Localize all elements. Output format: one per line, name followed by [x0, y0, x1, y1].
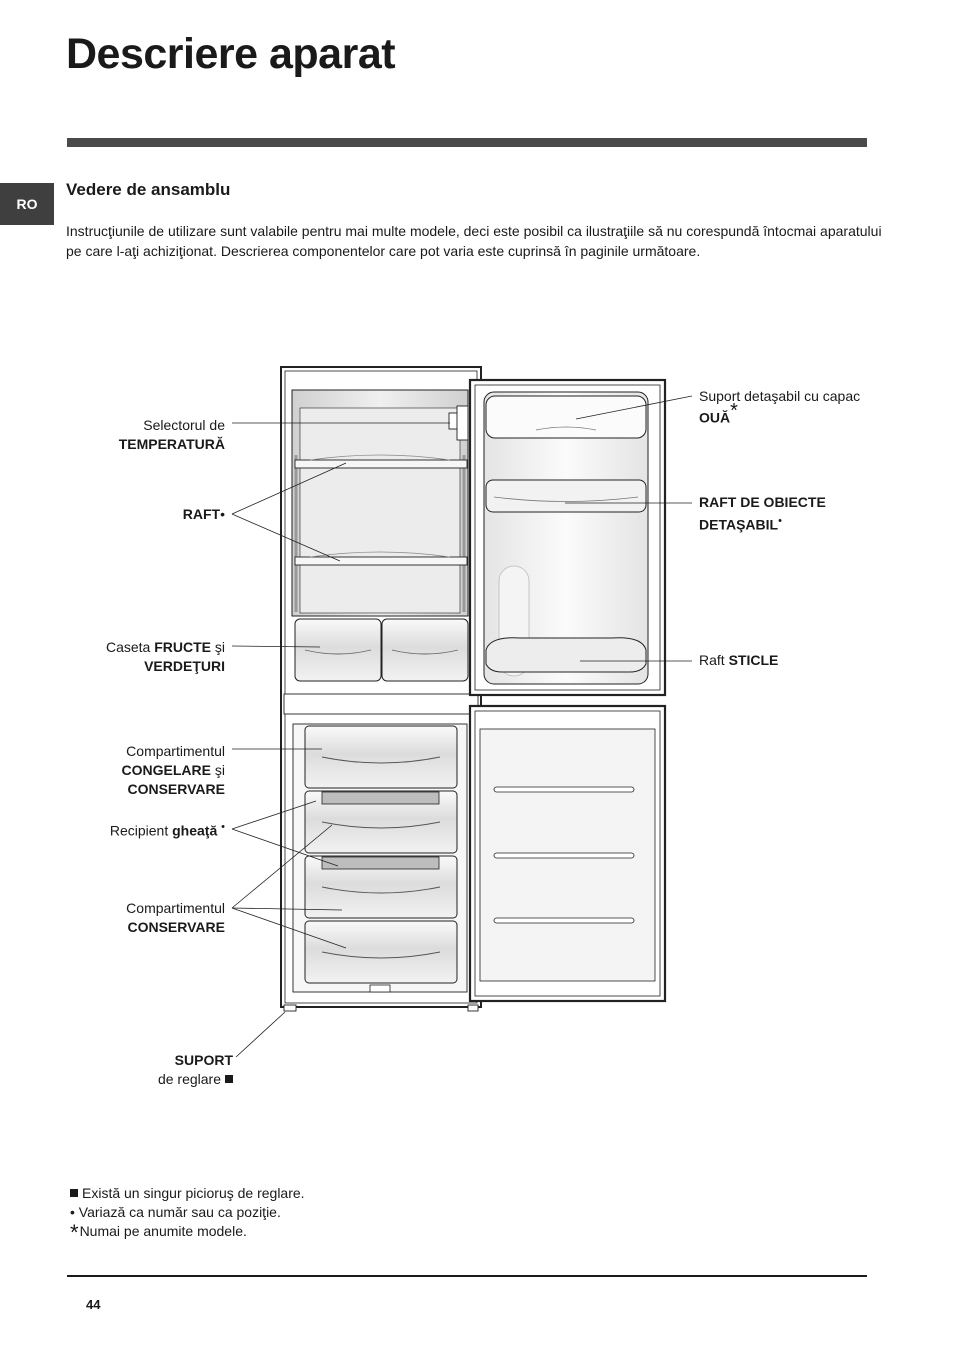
footer-divider [67, 1275, 867, 1277]
label-freezer-compartment: Compartimentul CONGELARE şi CONSERVARE [121, 743, 225, 797]
label-egg-tray: Suport detaşabil cu capac OUĂ* [699, 388, 861, 426]
section-heading: Vedere de ansamblu [66, 180, 231, 199]
label-adjustable-foot: SUPORT de reglare [157, 1052, 233, 1087]
freezer-door [468, 704, 667, 1003]
footnote-dot: • Variază ca număr sau ca poziţie. [70, 1204, 281, 1220]
leader-lines [231, 395, 693, 1058]
intro-paragraph: Instrucţiunile de utilizare sunt valabil… [66, 223, 882, 259]
label-storage-compartment: Compartimentul CONSERVARE [126, 900, 225, 935]
label-bottle-shelf: Raft STICLE [699, 652, 779, 668]
label-shelf: RAFT• [182, 506, 225, 522]
language-tab: RO [0, 183, 54, 225]
footnotes: Există un singur picioruş de reglare. • … [70, 1184, 305, 1245]
footnote-star: *Numai pe anumite modele. [70, 1220, 247, 1245]
fridge-door [468, 378, 667, 697]
footnote-square: Există un singur picioruş de reglare. [70, 1184, 305, 1203]
page-title: Descriere aparat [66, 30, 396, 78]
label-temperature-selector: Selectorul de TEMPERATURĂ [118, 417, 225, 452]
label-crisper-drawer: Caseta FRUCTE şi VERDEŢURI [105, 639, 225, 674]
page-number: 44 [86, 1297, 101, 1312]
title-divider [67, 138, 867, 147]
label-door-shelf: RAFT DE OBIECTE DETAŞABIL• [699, 494, 826, 533]
square-marker-icon [225, 1075, 233, 1083]
square-marker-icon [70, 1189, 78, 1197]
fridge-cabinet [280, 366, 482, 1012]
label-ice-tray: Recipient gheaţă • [109, 821, 225, 839]
